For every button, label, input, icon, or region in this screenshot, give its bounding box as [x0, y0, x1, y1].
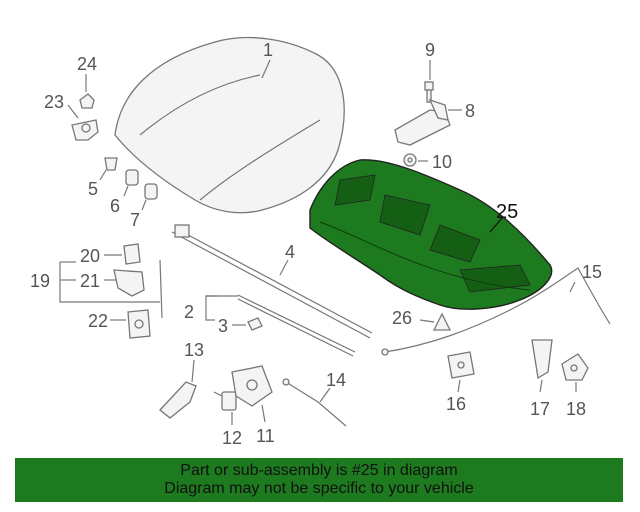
- seal-part-2[interactable]: [237, 294, 356, 357]
- callout-2: 2: [184, 302, 194, 322]
- bolt-part-9[interactable]: [424, 81, 434, 103]
- info-banner: Part or sub-assembly is #25 in diagram D…: [15, 458, 623, 502]
- callout-24: 24: [77, 54, 97, 74]
- clip-part-3[interactable]: [247, 317, 263, 331]
- hood-insulator-part-25[interactable]: [309, 159, 553, 310]
- callout-4: 4: [285, 242, 295, 262]
- hood-panel-part-1[interactable]: [114, 36, 345, 214]
- nut-part-10[interactable]: [403, 153, 417, 167]
- callout-6: 6: [110, 196, 120, 216]
- leader-14: [319, 387, 331, 403]
- stopper-part-17[interactable]: [531, 339, 553, 380]
- callout-5: 5: [88, 179, 98, 199]
- leader-19-bracket: [59, 262, 160, 303]
- callout-12: 12: [222, 428, 242, 448]
- clip-part-5[interactable]: [104, 157, 118, 171]
- callout-3: 3: [218, 316, 228, 336]
- banner-line-1: Part or sub-assembly is #25 in diagram: [180, 462, 458, 479]
- leader-23: [67, 104, 79, 119]
- cable-part-14[interactable]: [282, 378, 347, 427]
- hinge-part-8[interactable]: [394, 98, 451, 146]
- buffer-part-18[interactable]: [561, 353, 589, 381]
- callout-17: 17: [530, 399, 550, 419]
- callout-8: 8: [465, 101, 475, 121]
- guide-part-16[interactable]: [447, 351, 475, 379]
- leader-11: [261, 404, 266, 423]
- leader-1: [261, 59, 271, 79]
- callout-13: 13: [184, 340, 204, 360]
- leader-17: [539, 379, 543, 393]
- latch-part-11[interactable]: [231, 365, 273, 407]
- leader-25: [489, 217, 503, 233]
- callout-10: 10: [432, 152, 452, 172]
- banner-line-2: Diagram may not be specific to your vehi…: [164, 480, 474, 497]
- callout-7: 7: [130, 210, 140, 230]
- bumper-part-7[interactable]: [144, 183, 158, 200]
- leader-4: [279, 259, 289, 276]
- leader-16: [457, 379, 461, 393]
- leader-6: [123, 185, 129, 197]
- bumper-part-6[interactable]: [125, 169, 139, 186]
- callout-14: 14: [326, 370, 346, 390]
- release-cable-part-15[interactable]: [381, 267, 611, 356]
- callout-20: 20: [80, 246, 100, 266]
- leader-15: [569, 281, 576, 293]
- clip-part-26[interactable]: [432, 312, 452, 331]
- callout-15: 15: [582, 262, 602, 282]
- stopper-part-23[interactable]: [71, 119, 99, 141]
- leader-5: [99, 169, 107, 181]
- callout-11: 11: [256, 426, 275, 446]
- bracket-part-21[interactable]: [113, 269, 145, 297]
- callout-9: 9: [425, 40, 435, 60]
- callout-23: 23: [44, 92, 64, 112]
- switch-part-12[interactable]: [213, 391, 237, 411]
- callout-18: 18: [566, 399, 586, 419]
- bumper-part-24[interactable]: [79, 93, 95, 109]
- leader-2-bracket: [205, 295, 218, 321]
- seal-part-4[interactable]: [171, 224, 373, 339]
- latch-rod-part-19[interactable]: [159, 259, 163, 319]
- holder-part-20[interactable]: [123, 243, 141, 265]
- callout-19: 19: [30, 271, 50, 291]
- callout-25: 25: [496, 201, 518, 223]
- callout-26: 26: [392, 308, 412, 328]
- callout-16: 16: [446, 394, 466, 414]
- callout-22: 22: [88, 311, 108, 331]
- clip-part-22[interactable]: [127, 309, 151, 339]
- leader-26: [419, 319, 435, 323]
- leader-7: [141, 199, 147, 211]
- callout-21: 21: [80, 271, 100, 291]
- callout-1: 1: [263, 40, 273, 60]
- release-handle-part-13[interactable]: [159, 359, 197, 419]
